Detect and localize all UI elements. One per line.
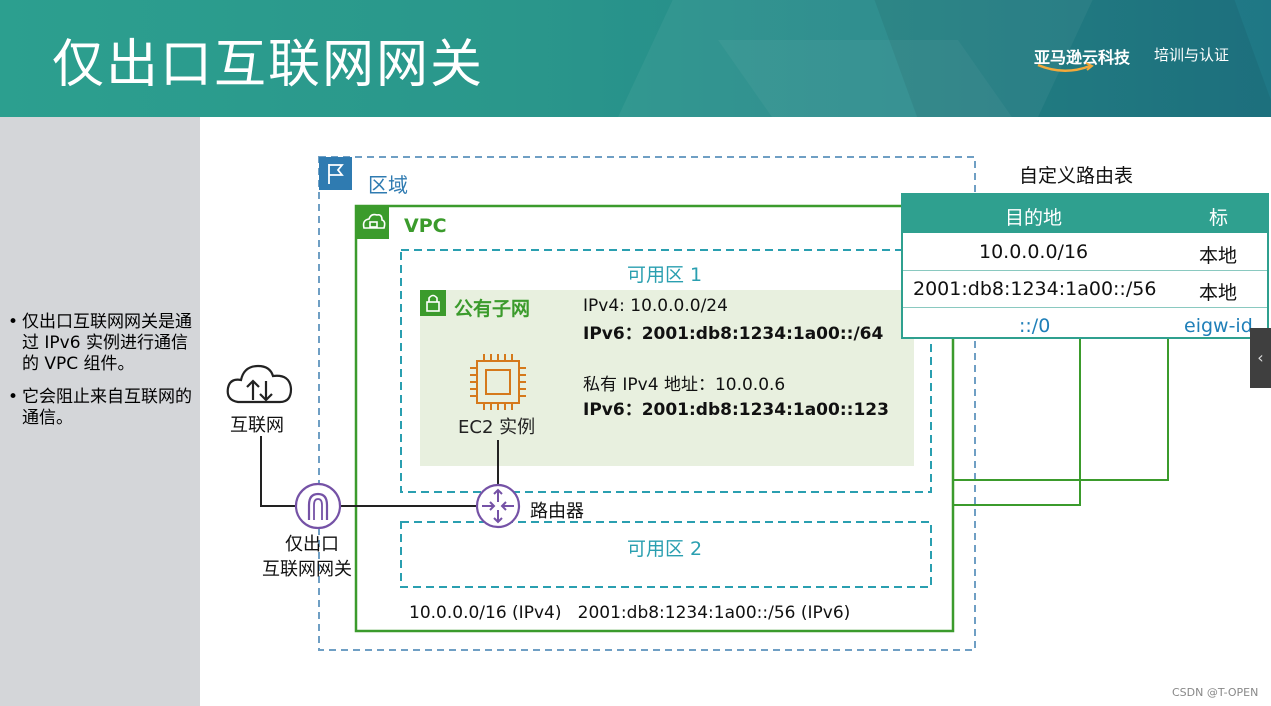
lock-icon: [426, 294, 440, 312]
router-label: 路由器: [530, 501, 584, 522]
route-target: 本地: [1199, 282, 1238, 304]
route-destination: 2001:db8:1234:1a00::/56: [913, 278, 1157, 300]
az2-boundary: [400, 521, 932, 588]
watermark-text: CSDN @T-OPEN: [1172, 686, 1259, 699]
bullet-list: • 仅出口互联网网关是通过 IPv6 实例进行通信的 VPC 组件。 • 它会阻…: [8, 312, 198, 441]
ec2-ipv6-address: IPv6：2001:db8:1234:1a00::123: [583, 400, 889, 420]
slide-title: 仅出口互联网网关: [52, 35, 485, 95]
column-header-destination: 目的地: [1005, 207, 1063, 229]
subnet-ipv6-cidr: IPv6：2001:db8:1234:1a00::/64: [583, 324, 884, 344]
egress-only-gateway-icon: [294, 482, 342, 530]
flag-icon: [328, 164, 344, 184]
bullet-item: • 仅出口互联网网关是通过 IPv6 实例进行通信的 VPC 组件。: [8, 312, 198, 375]
table-row: 10.0.0.0/16 本地: [903, 233, 1267, 271]
brand-smile-icon: [1037, 62, 1094, 72]
route-destination: ::/0: [1019, 315, 1051, 337]
route-table-title: 自定义路由表: [1019, 165, 1134, 187]
custom-route-table: 目的地 标 10.0.0.0/16 本地 2001:db8:1234:1a00:…: [901, 193, 1269, 339]
public-subnet-area: [420, 290, 914, 466]
brand-name: 亚马逊云科技: [1034, 48, 1131, 67]
az1-boundary: [400, 249, 932, 493]
vpc-cloud-icon: [362, 213, 386, 229]
column-header-target: 标: [1209, 207, 1229, 229]
region-boundary: [318, 156, 976, 651]
route-target: eigw-id: [1184, 315, 1253, 337]
ec2-private-ipv4: 私有 IPv4 地址：10.0.0.6: [583, 375, 786, 395]
vpc-cidr-blocks: 10.0.0.0/16 (IPv4) 2001:db8:1234:1a00::/…: [409, 603, 851, 623]
region-label: 区域: [368, 173, 408, 197]
connection-lines: [260, 436, 499, 507]
route-target: 本地: [1199, 245, 1238, 267]
table-row: 2001:db8:1234:1a00::/56 本地: [903, 270, 1267, 308]
ec2-instance-label: EC2 实例: [458, 417, 536, 438]
region-flag-badge: [319, 157, 352, 190]
ec2-chip-icon: [470, 354, 526, 410]
eigw-label-line2: 互联网网关: [262, 559, 352, 580]
router-icon: [475, 483, 521, 529]
route-table-links: [952, 339, 1169, 506]
internet-cloud-icon: [226, 364, 293, 404]
subnet-ipv4-cidr: IPv4: 10.0.0.0/24: [583, 296, 728, 316]
public-subnet-label: 公有子网: [454, 298, 531, 320]
internet-label: 互联网: [230, 415, 284, 436]
az1-label: 可用区 1: [627, 264, 703, 286]
vpc-label: VPC: [404, 215, 447, 237]
slide-header: 仅出口互联网网关 亚马逊云科技 培训与认证: [0, 0, 1271, 117]
bullet-text: 它会阻止来自互联网的通信。: [22, 387, 192, 428]
bullet-text: 仅出口互联网网关是通过 IPv6 实例进行通信的 VPC 组件。: [22, 312, 192, 374]
bullet-marker: •: [8, 312, 19, 332]
side-scroll-tab[interactable]: ‹: [1250, 328, 1271, 388]
bullet-item: • 它会阻止来自互联网的通信。: [8, 387, 198, 429]
brand-subtitle: 培训与认证: [1154, 46, 1230, 64]
az2-label: 可用区 2: [627, 538, 703, 560]
subnet-lock-badge: [420, 290, 446, 316]
notes-sidebar: [0, 117, 200, 706]
route-destination: 10.0.0.0/16: [979, 241, 1089, 263]
bullet-marker: •: [8, 387, 19, 407]
eigw-label-line1: 仅出口: [285, 534, 339, 555]
table-row: ::/0 eigw-id: [903, 307, 1267, 344]
route-table-header: 目的地 标: [903, 195, 1267, 233]
